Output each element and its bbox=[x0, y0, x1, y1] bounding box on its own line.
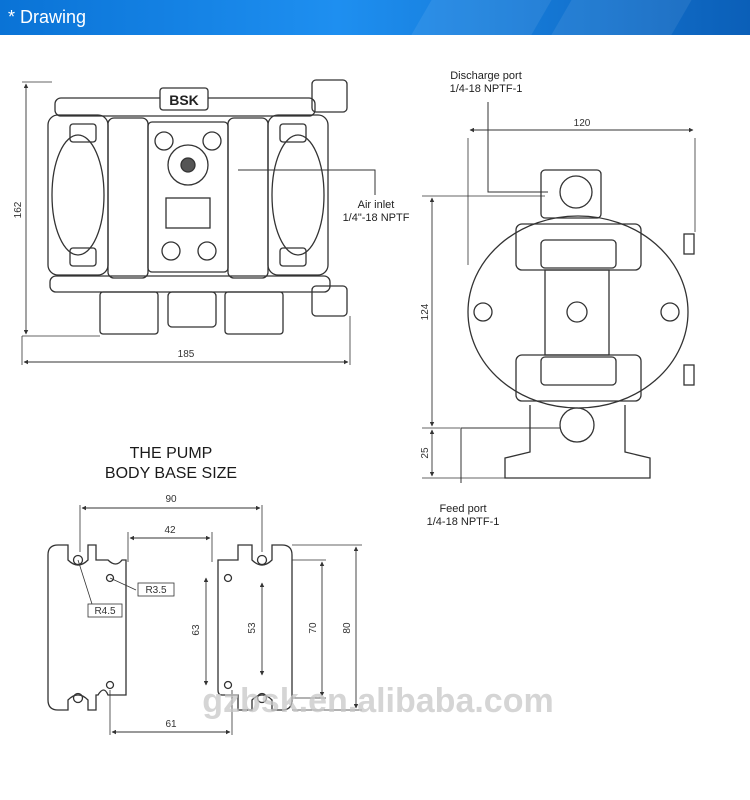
feed-port-label: Feed port bbox=[439, 503, 486, 515]
clamp bbox=[279, 123, 307, 143]
clamp bbox=[69, 123, 97, 143]
dim-70-label: 70 bbox=[308, 622, 319, 634]
r-large-label: R4.5 bbox=[94, 606, 116, 617]
slot-center bbox=[72, 692, 84, 704]
base-left-plate bbox=[47, 544, 127, 711]
dim-height-label: 162 bbox=[13, 201, 24, 218]
bottom-right-port bbox=[311, 285, 348, 317]
watermark: gzbsk.en.alibaba.com bbox=[202, 682, 553, 720]
discharge-leader bbox=[487, 102, 548, 193]
bolt bbox=[154, 131, 174, 151]
base-title-line1: THE PUMP bbox=[130, 445, 213, 462]
discharge-port-label: Discharge port bbox=[450, 70, 522, 82]
side-center-hole bbox=[566, 301, 588, 323]
side-top-manifold bbox=[515, 223, 642, 271]
center-block bbox=[147, 121, 229, 273]
air-inlet-spec: 1/4"-18 NPTF bbox=[343, 212, 410, 224]
bolt bbox=[202, 131, 222, 151]
air-inlet-leader bbox=[238, 169, 376, 195]
dim-width-label: 185 bbox=[178, 349, 195, 360]
side-top-block bbox=[540, 239, 617, 269]
base-title-line2: BODY BASE SIZE bbox=[105, 465, 237, 482]
left-foot bbox=[99, 291, 159, 335]
right-foot bbox=[224, 291, 284, 335]
side-fitting bbox=[683, 364, 695, 386]
side-dim-width-label: 120 bbox=[574, 118, 591, 129]
side-center-body bbox=[544, 269, 610, 356]
dim-63-label: 63 bbox=[191, 624, 202, 636]
bolt bbox=[161, 241, 181, 261]
clamp bbox=[279, 247, 307, 267]
center-left-housing bbox=[107, 117, 149, 279]
brand-plate bbox=[159, 87, 209, 111]
top-right-port bbox=[311, 79, 348, 113]
feed-port-spec: 1/4-18 NPTF-1 bbox=[427, 516, 500, 528]
slot-center bbox=[105, 573, 115, 583]
center-port bbox=[167, 291, 217, 328]
base-view bbox=[47, 505, 362, 735]
center-plate bbox=[165, 197, 211, 229]
side-fitting bbox=[683, 233, 695, 255]
slot-center bbox=[223, 573, 233, 583]
air-inlet-label: Air inlet bbox=[358, 199, 395, 211]
clamp bbox=[69, 247, 97, 267]
dim-90-label: 90 bbox=[165, 494, 177, 505]
right-diaphragm bbox=[271, 134, 325, 256]
side-dim-base-label: 25 bbox=[420, 447, 431, 459]
base-right-plate bbox=[217, 544, 293, 711]
discharge-port-hole bbox=[559, 175, 593, 209]
dim-42-label: 42 bbox=[164, 525, 176, 536]
technical-drawing: BSK Air inlet 1/4"-18 NPTF 162 185 bbox=[13, 70, 696, 735]
slot-center bbox=[105, 680, 115, 690]
side-bottom-manifold bbox=[515, 354, 642, 402]
slot-center bbox=[223, 680, 233, 690]
r-small-label: R3.5 bbox=[145, 585, 167, 596]
valve-ring bbox=[167, 144, 209, 186]
header-stripe bbox=[536, 0, 704, 35]
left-chamber bbox=[47, 114, 109, 276]
pump-disc bbox=[467, 215, 689, 409]
side-left-bolt bbox=[473, 302, 493, 322]
side-view bbox=[422, 102, 696, 483]
front-view bbox=[21, 79, 376, 365]
feed-leader bbox=[460, 427, 560, 483]
side-dim-height-label: 124 bbox=[420, 303, 431, 320]
brand-label: BSK bbox=[169, 92, 199, 108]
dim-80-label: 80 bbox=[342, 622, 353, 634]
side-bottom-block bbox=[540, 356, 617, 386]
valve-center bbox=[180, 157, 196, 173]
header-title: * Drawing bbox=[8, 7, 87, 27]
side-right-bolt bbox=[660, 302, 680, 322]
slot-center bbox=[72, 554, 84, 566]
dim-53-label: 53 bbox=[247, 622, 258, 634]
header-bar: * Drawing bbox=[0, 0, 750, 35]
dim-61-label: 61 bbox=[165, 719, 177, 730]
header-stripe bbox=[396, 0, 564, 35]
discharge-port-spec: 1/4-18 NPTF-1 bbox=[450, 83, 523, 95]
center-right-housing bbox=[227, 117, 269, 279]
feed-port-hole bbox=[559, 407, 595, 443]
left-diaphragm bbox=[51, 134, 105, 256]
bolt bbox=[197, 241, 217, 261]
r-small-box bbox=[137, 582, 175, 597]
r-large-box bbox=[87, 603, 123, 618]
discharge-port-body bbox=[540, 169, 602, 219]
slot-center bbox=[256, 692, 268, 704]
bottom-manifold bbox=[49, 275, 331, 293]
right-chamber bbox=[267, 114, 329, 276]
slot-center bbox=[256, 554, 268, 566]
side-base bbox=[504, 405, 651, 479]
